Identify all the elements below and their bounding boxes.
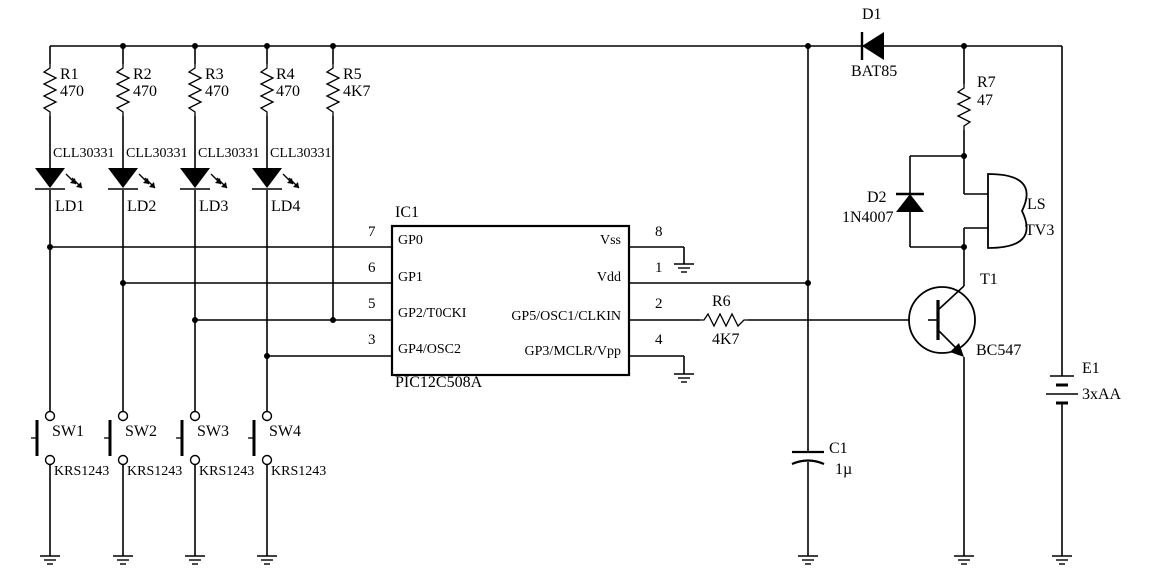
resistor-symbols xyxy=(42,64,972,328)
junction-dots xyxy=(47,43,967,359)
ic1: IC1 PIC12C508A 7 GP0 6 GP1 5 GP2/T0CKI 3… xyxy=(368,204,663,391)
capacitor-ref: C1 xyxy=(829,440,848,457)
r3-value: 470 xyxy=(205,83,229,100)
led-labels: CLL30331 LD1 CLL30331 LD2 CLL30331 LD3 C… xyxy=(53,146,331,215)
d1-ref: D1 xyxy=(862,6,882,23)
led-4 xyxy=(252,168,300,190)
r2-value: 470 xyxy=(133,83,157,100)
led3-part: CLL30331 xyxy=(198,146,259,161)
transistor-part: BC547 xyxy=(976,342,1021,359)
speaker-ls: LS TV3 xyxy=(964,173,1054,249)
ic-pin-name: GP1 xyxy=(398,270,423,285)
led-1 xyxy=(35,168,83,190)
switch-symbols xyxy=(31,410,273,466)
ground-icon xyxy=(1052,555,1072,565)
sw1-ref: SW1 xyxy=(52,423,84,440)
ic-pin-num: 5 xyxy=(368,296,376,312)
capacitor-c1: C1 1µ xyxy=(791,440,852,478)
ic-pin-name: GP2/T0CKI xyxy=(398,306,467,321)
led4-ref: LD4 xyxy=(271,198,300,215)
led-3 xyxy=(180,168,228,190)
led-symbols xyxy=(35,168,300,190)
r6-value: 4K7 xyxy=(712,331,740,348)
sw3-part: KRS1243 xyxy=(199,464,254,479)
d2-ref: D2 xyxy=(867,189,887,206)
ic-pin-name: Vdd xyxy=(597,270,621,285)
switch-labels: SW1 KRS1243 SW2 KRS1243 SW3 KRS1243 SW4 … xyxy=(52,423,326,479)
ic-pin-name: GP0 xyxy=(398,233,423,248)
led2-ref: LD2 xyxy=(127,198,156,215)
led1-ref: LD1 xyxy=(55,198,84,215)
battery-ref: E1 xyxy=(1082,360,1100,377)
sw2-ref: SW2 xyxy=(125,423,157,440)
ic-pin-num: 4 xyxy=(655,332,663,348)
ic-part: PIC12C508A xyxy=(395,374,483,391)
ground-icon xyxy=(954,555,974,565)
ground-icon xyxy=(40,555,60,565)
battery-value: 3xAA xyxy=(1082,386,1122,403)
r2-ref: R2 xyxy=(133,66,152,83)
ground-icon xyxy=(798,555,818,565)
r3-ref: R3 xyxy=(205,66,224,83)
led2-part: CLL30331 xyxy=(126,146,187,161)
transistor-t1: T1 BC547 xyxy=(908,271,1021,359)
r7-ref: R7 xyxy=(977,74,996,91)
ic-pin-num: 6 xyxy=(368,260,376,276)
speaker-part: TV3 xyxy=(1025,222,1054,239)
transistor-ref: T1 xyxy=(980,271,998,288)
ic-pin-name: GP4/OSC2 xyxy=(398,342,461,357)
ic-pin-name: GP3/MCLR/Vpp xyxy=(525,344,621,359)
r1-value: 470 xyxy=(60,83,84,100)
ground-icon xyxy=(257,555,277,565)
switch-3 xyxy=(176,410,201,466)
ic-pin-num: 3 xyxy=(368,332,376,348)
sw4-ref: SW4 xyxy=(269,423,301,440)
capacitor-value: 1µ xyxy=(835,461,852,478)
ic-ref: IC1 xyxy=(395,204,419,221)
d1-part: BAT85 xyxy=(851,63,897,80)
speaker-ref: LS xyxy=(1027,196,1046,213)
sw1-part: KRS1243 xyxy=(54,464,109,479)
switch-4 xyxy=(248,410,273,466)
led-2 xyxy=(108,168,156,190)
ground-icon xyxy=(113,555,133,565)
r4-ref: R4 xyxy=(276,66,295,83)
diode-d1: D1 BAT85 xyxy=(851,6,897,80)
r5-ref: R5 xyxy=(343,66,362,83)
ic-pin-num: 8 xyxy=(655,224,663,240)
ground-icon xyxy=(674,373,694,383)
ground-icon xyxy=(185,555,205,565)
led3-ref: LD3 xyxy=(199,198,228,215)
resistor-labels: R1 470 R2 470 R3 470 R4 470 R5 4K7 R6 4K… xyxy=(60,66,996,348)
r5-value: 4K7 xyxy=(343,83,371,100)
r6-ref: R6 xyxy=(712,293,731,310)
ic-pin-num: 2 xyxy=(655,296,663,312)
switch-2 xyxy=(104,410,129,466)
switch-1 xyxy=(31,410,56,466)
battery-e1: E1 3xAA xyxy=(1046,360,1122,410)
ic-pin-num: 1 xyxy=(655,260,663,276)
sw4-part: KRS1243 xyxy=(271,464,326,479)
ground-symbols xyxy=(40,263,1072,565)
d2-part: 1N4007 xyxy=(842,209,894,226)
r4-value: 470 xyxy=(276,83,300,100)
r1-ref: R1 xyxy=(60,66,79,83)
wires xyxy=(49,45,1063,556)
r7-value: 47 xyxy=(977,92,993,109)
sw3-ref: SW3 xyxy=(197,423,229,440)
ic-pin-name: Vss xyxy=(600,233,621,248)
sw2-part: KRS1243 xyxy=(127,464,182,479)
diode-d2: D2 1N4007 xyxy=(842,189,924,226)
ground-icon xyxy=(674,263,694,273)
ic-pin-name: GP5/OSC1/CLKIN xyxy=(511,309,621,324)
led4-part: CLL30331 xyxy=(270,146,331,161)
ic-pin-num: 7 xyxy=(368,224,376,240)
led1-part: CLL30331 xyxy=(53,146,114,161)
